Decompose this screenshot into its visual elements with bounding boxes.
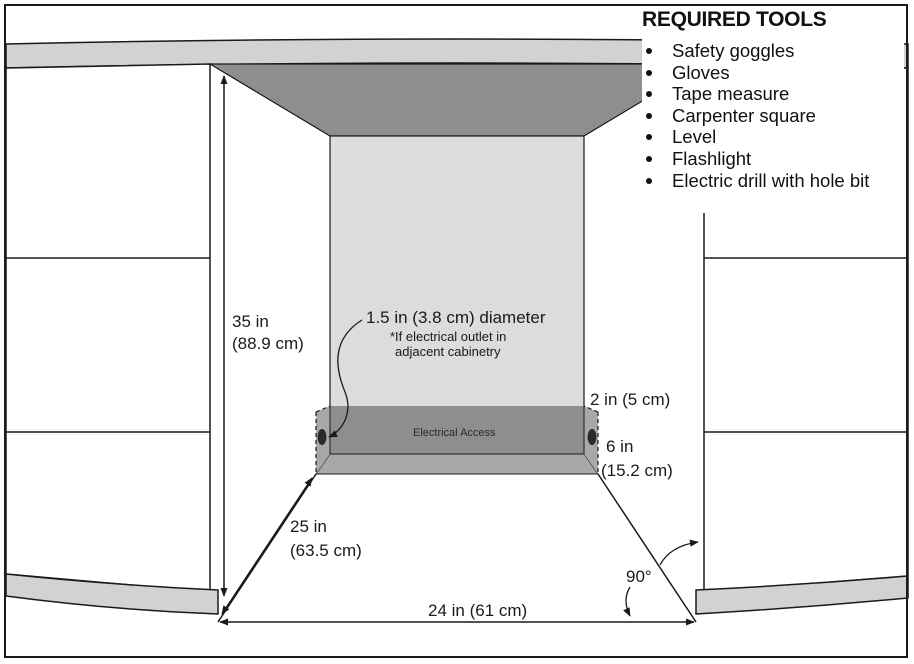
- left-access-hole: [317, 429, 327, 445]
- required-tools-panel: REQUIRED TOOLS Safety goggles Gloves Tap…: [642, 8, 904, 213]
- tool-item: Flashlight: [646, 148, 904, 170]
- hole-leader-line: [328, 319, 363, 438]
- hole-note-line2: adjacent cabinetry: [395, 344, 501, 359]
- back-wall: [329, 135, 585, 409]
- depth-label-in: 25 in: [290, 517, 327, 536]
- tool-item: Gloves: [646, 62, 904, 84]
- required-tools-list: Safety goggles Gloves Tape measure Carpe…: [642, 40, 904, 191]
- electrical-access-left-dash: [315, 405, 331, 474]
- left-toe-kick: [5, 573, 219, 615]
- right-access-hole: [587, 429, 597, 445]
- required-tools-title: REQUIRED TOOLS: [642, 8, 827, 31]
- right-angle-arc-top: [659, 539, 699, 566]
- tool-item: Electric drill with hole bit: [646, 170, 904, 192]
- tool-item: Carpenter square: [646, 105, 904, 127]
- electrical-access-area: [330, 406, 584, 454]
- right-toe-kick: [695, 575, 909, 615]
- tool-item: Tape measure: [646, 83, 904, 105]
- right-angle-arc-bottom: [623, 586, 631, 617]
- access-height-label: 2 in (5 cm): [590, 390, 670, 409]
- access-depth-label-cm: (15.2 cm): [601, 461, 673, 480]
- electrical-access-floor: [315, 453, 599, 475]
- access-depth-label-in: 6 in: [606, 437, 633, 456]
- depth-dimension-line: [221, 477, 313, 615]
- tool-item: Level: [646, 126, 904, 148]
- hole-note-line1: *If electrical outlet in: [390, 329, 506, 344]
- tool-item: Safety goggles: [646, 40, 904, 62]
- electrical-access-label: Electrical Access: [413, 427, 496, 439]
- countertop-underside: [207, 63, 707, 137]
- depth-label-cm: (63.5 cm): [290, 541, 362, 560]
- angle-label: 90°: [626, 567, 652, 586]
- hole-diameter-label: 1.5 in (3.8 cm) diameter: [366, 308, 546, 327]
- height-label-cm: (88.9 cm): [232, 334, 304, 353]
- left-cabinet: [5, 63, 211, 593]
- floor-right-edge: [597, 473, 697, 623]
- width-label: 24 in (61 cm): [428, 601, 527, 620]
- electrical-access-right-dash: [583, 405, 599, 474]
- height-label-in: 35 in: [232, 312, 269, 331]
